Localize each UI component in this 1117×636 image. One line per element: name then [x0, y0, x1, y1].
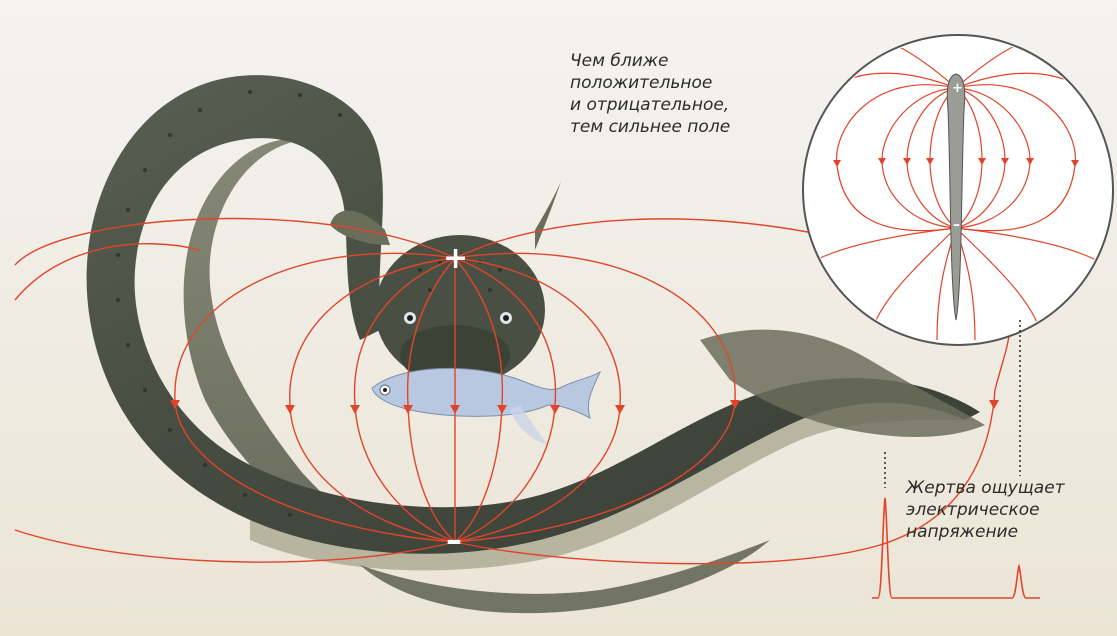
- positive-pole-sign: +: [443, 244, 468, 274]
- inset-positive-sign: +: [952, 82, 963, 95]
- prey-voltage-caption: Жертва ощущает электрическое напряжение: [906, 477, 1065, 543]
- field-strength-caption: Чем ближе положительное и отрицательное,…: [570, 50, 730, 138]
- inset-negative-sign: –: [953, 218, 960, 232]
- negative-pole-sign: –: [446, 524, 462, 556]
